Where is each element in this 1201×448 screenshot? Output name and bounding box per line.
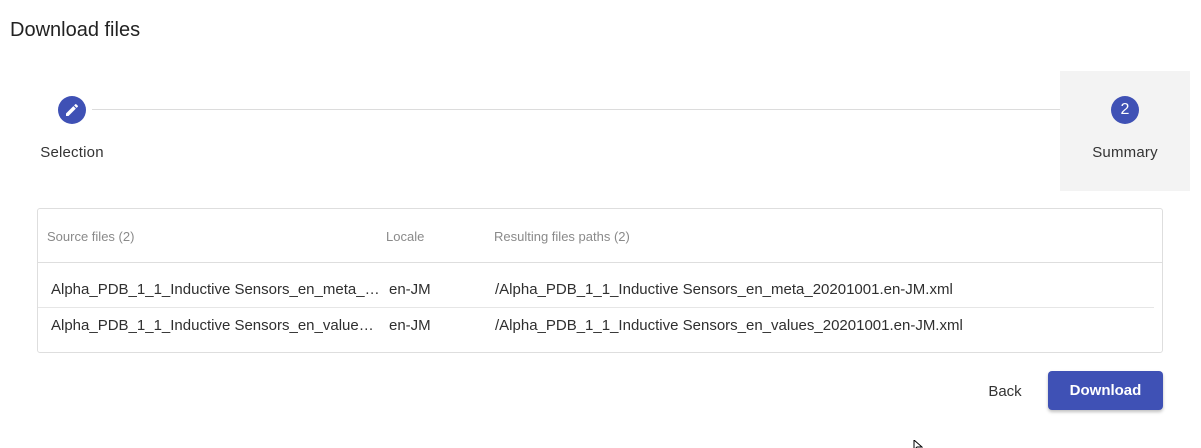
stepper: Selection 2 Summary <box>0 71 1201 191</box>
step-summary-number: 2 <box>1111 96 1139 124</box>
result-path-cell: /Alpha_PDB_1_1_Inductive Sensors_en_meta… <box>495 281 953 298</box>
pencil-icon <box>58 96 86 124</box>
mouse-cursor-icon <box>913 440 923 448</box>
step-selection[interactable]: Selection <box>22 71 122 191</box>
table-row: Alpha_PDB_1_1_Inductive Sensors_en_meta_… <box>38 272 1154 308</box>
page-title: Download files <box>10 19 141 41</box>
stepper-connector-line <box>92 109 1102 110</box>
download-button[interactable]: Download <box>1048 371 1163 410</box>
table-row: Alpha_PDB_1_1_Inductive Sensors_en_value… <box>38 308 1154 344</box>
header-source-files: Source files (2) <box>47 229 135 244</box>
locale-cell: en-JM <box>389 317 431 334</box>
table-header: Source files (2) Locale Resulting files … <box>38 209 1162 263</box>
header-locale: Locale <box>386 229 425 244</box>
source-file-cell: Alpha_PDB_1_1_Inductive Sensors_en_value… <box>51 317 380 334</box>
step-summary[interactable]: 2 Summary <box>1060 71 1190 191</box>
back-button[interactable]: Back <box>970 372 1040 410</box>
files-table: Source files (2) Locale Resulting files … <box>37 208 1163 353</box>
source-file-cell: Alpha_PDB_1_1_Inductive Sensors_en_meta_… <box>51 281 380 298</box>
step-selection-label: Selection <box>40 144 104 161</box>
header-resulting-paths: Resulting files paths (2) <box>494 229 630 244</box>
locale-cell: en-JM <box>389 281 431 298</box>
result-path-cell: /Alpha_PDB_1_1_Inductive Sensors_en_valu… <box>495 317 963 334</box>
step-summary-label: Summary <box>1092 144 1158 161</box>
